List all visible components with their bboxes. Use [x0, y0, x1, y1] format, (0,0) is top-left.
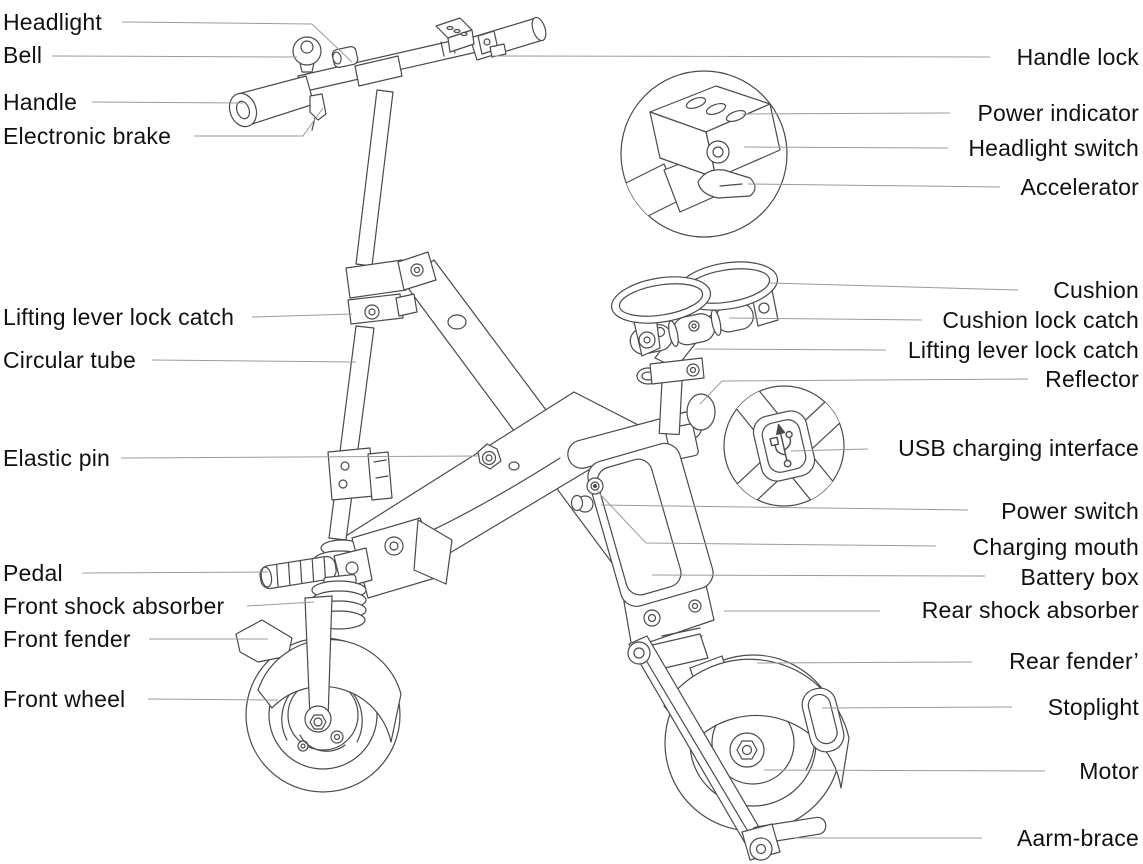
- handle-lock-part: [477, 30, 507, 58]
- label-power-switch: Power switch: [1001, 498, 1139, 524]
- leader-elastic-pin: [120, 455, 481, 459]
- leader-power-switch: [600, 504, 969, 511]
- label-handle-lock: Handle lock: [1016, 44, 1139, 70]
- label-charging-mouth: Charging mouth: [972, 534, 1139, 560]
- label-aarm-brace: Aarm-brace: [1016, 825, 1139, 851]
- electronic-brake-part: [309, 93, 327, 131]
- leader-reflector: [699, 378, 1029, 405]
- leader-circular-tube: [151, 359, 357, 363]
- aarm-brace-part: [627, 635, 827, 861]
- label-rear-fender: Rear fender’: [1009, 648, 1139, 674]
- leader-accelerator: [747, 183, 1001, 188]
- label-front-fender: Front fender: [3, 626, 131, 652]
- leader-lines: [51, 21, 1046, 839]
- handle-part: [228, 75, 315, 128]
- seat-assembly: [610, 261, 779, 436]
- leader-usb: [790, 448, 869, 452]
- leader-cushion: [769, 282, 1019, 291]
- label-power-indicator: Power indicator: [977, 100, 1139, 126]
- leader-battery-box: [651, 574, 986, 577]
- headlight-switch-part: [706, 140, 730, 164]
- accelerator-part: [697, 169, 756, 199]
- front-assembly: [235, 517, 453, 793]
- reflector-part: [686, 393, 716, 431]
- label-stoplight: Stoplight: [1047, 694, 1139, 720]
- label-reflector: Reflector: [1045, 366, 1139, 392]
- usb-icon: [769, 423, 793, 468]
- bell-part: [292, 36, 322, 73]
- label-headlight-switch: Headlight switch: [968, 135, 1139, 161]
- stoplight-part: [801, 687, 845, 753]
- label-circular-tube: Circular tube: [3, 347, 136, 373]
- leader-electronic-brake: [194, 107, 324, 137]
- charging-mouth-part: [586, 477, 604, 495]
- motor-hub: [729, 732, 765, 768]
- leader-lifting-lever-right: [694, 348, 887, 351]
- power-indicator-pod: [435, 17, 475, 53]
- label-lifting-lever-lock-catch-right: Lifting lever lock catch: [907, 337, 1139, 363]
- elastic-pin-bolt: [477, 443, 502, 470]
- leader-charging-mouth: [596, 490, 937, 547]
- detail-circle-controls: [620, 70, 788, 238]
- label-pedal: Pedal: [3, 560, 63, 586]
- leader-pedal: [81, 571, 269, 574]
- label-cushion: Cushion: [1053, 277, 1139, 303]
- power-switch-part: [570, 494, 594, 513]
- label-accelerator: Accelerator: [1020, 174, 1139, 200]
- label-usb-charging-interface: USB charging interface: [898, 435, 1139, 461]
- power-indicator-leds: [685, 96, 747, 123]
- label-headlight: Headlight: [3, 9, 102, 35]
- leader-rear-fender: [756, 661, 973, 664]
- detail-circle-usb: [723, 385, 845, 507]
- handlebar: [228, 16, 547, 131]
- seat-clamp: [649, 357, 705, 385]
- label-motor: Motor: [1079, 758, 1139, 784]
- leader-handle-lock: [492, 55, 991, 58]
- label-elastic-pin: Elastic pin: [3, 445, 111, 471]
- leader-stoplight: [821, 706, 1013, 709]
- label-lifting-lever-lock-catch-left: Lifting lever lock catch: [3, 304, 235, 330]
- leader-handle: [91, 101, 244, 104]
- label-front-shock-absorber: Front shock absorber: [3, 593, 225, 619]
- leader-bell: [51, 55, 298, 58]
- leader-cushion-lock-catch: [728, 317, 923, 321]
- rear-fender-part: [663, 655, 850, 789]
- label-bell: Bell: [3, 42, 43, 68]
- label-electronic-brake: Electronic brake: [3, 123, 172, 149]
- upper-tube: [355, 89, 394, 267]
- circular-tube-part: [328, 325, 375, 541]
- label-battery-box: Battery box: [1020, 564, 1139, 590]
- elastic-pin-collar: [327, 447, 393, 501]
- leader-power-indicator: [741, 112, 951, 115]
- label-rear-shock-absorber: Rear shock absorber: [921, 597, 1139, 623]
- leader-motor: [763, 769, 1046, 772]
- label-handle: Handle: [3, 89, 78, 115]
- label-front-wheel: Front wheel: [3, 686, 126, 712]
- cushion-part: [610, 261, 779, 324]
- lifting-lever-lock-catch-part: [347, 293, 418, 325]
- battery-box-part: [570, 442, 714, 607]
- headlight-part: [331, 46, 359, 68]
- leader-front-wheel: [147, 698, 279, 701]
- pedal-part: [259, 555, 337, 590]
- leader-headlight-switch: [743, 146, 949, 149]
- leader-lifting-lever-left: [251, 313, 353, 318]
- label-cushion-lock-catch: Cushion lock catch: [942, 307, 1139, 333]
- leader-front-shock: [246, 601, 315, 607]
- leader-headlight: [121, 21, 353, 63]
